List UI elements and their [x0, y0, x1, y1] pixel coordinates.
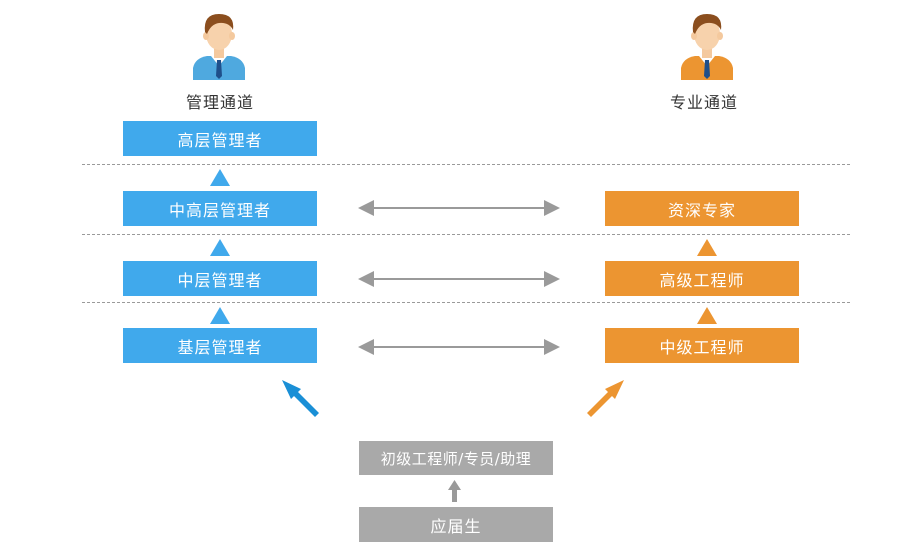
up-arrow-icon	[697, 307, 717, 324]
management-level-middle: 中层管理者	[123, 261, 317, 296]
level-divider	[82, 164, 850, 165]
up-arrow-icon	[210, 169, 230, 186]
entry-junior-box: 初级工程师/专员/助理	[359, 441, 553, 475]
professional-person-icon	[677, 8, 737, 80]
management-level-upper-middle: 中高层管理者	[123, 191, 317, 226]
management-person-icon	[189, 8, 249, 80]
level-divider	[82, 302, 850, 303]
professional-track-title: 专业通道	[669, 93, 738, 112]
professional-level-senior-engineer: 高级工程师	[605, 261, 799, 296]
up-arrow-icon	[697, 239, 717, 256]
professional-path-arrow-icon	[587, 380, 624, 417]
management-level-base: 基层管理者	[123, 328, 317, 363]
management-level-senior: 高层管理者	[123, 121, 317, 156]
professional-level-expert: 资深专家	[605, 191, 799, 226]
entry-up-arrow-icon	[448, 480, 461, 502]
level-divider	[82, 234, 850, 235]
management-track-title: 管理通道	[185, 93, 254, 112]
up-arrow-icon	[210, 307, 230, 324]
professional-level-mid-engineer: 中级工程师	[605, 328, 799, 363]
entry-graduate-box: 应届生	[359, 507, 553, 542]
up-arrow-icon	[210, 239, 230, 256]
management-path-arrow-icon	[282, 380, 319, 417]
